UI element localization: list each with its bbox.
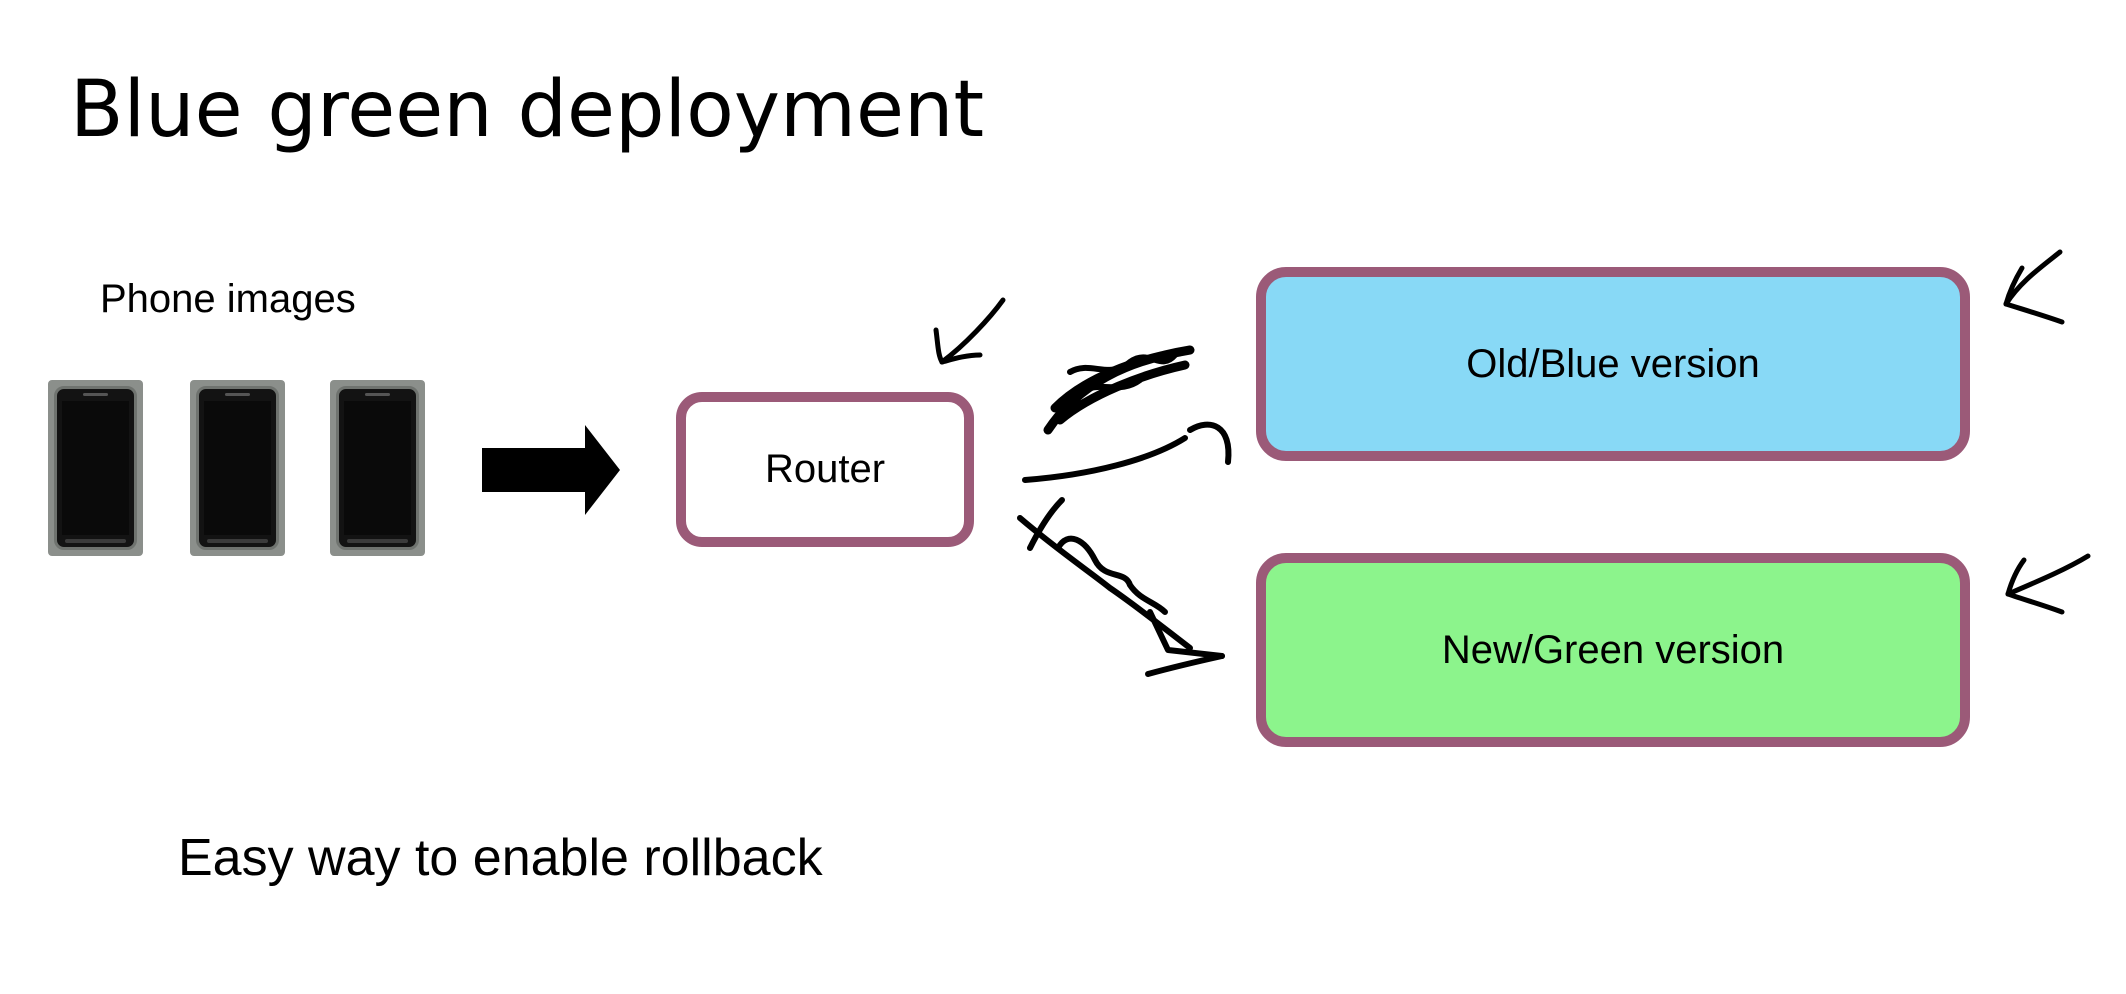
caption-text: Easy way to enable rollback	[178, 829, 823, 887]
blue-version-pointer-arrow	[2003, 249, 2065, 325]
crossed-out-arrow-to-old	[1043, 345, 1195, 435]
router-label: Router	[764, 447, 886, 491]
new-green-version-label: New/Green version	[1441, 627, 1785, 672]
router-box: Router	[676, 392, 974, 547]
new-green-version-box: New/Green version	[1256, 553, 1970, 747]
crossed-out-arrow-to-new	[1017, 497, 1225, 677]
old-blue-version-label: Old/Blue version	[1466, 341, 1760, 386]
router-pointer-arrow	[933, 297, 1006, 365]
traffic-arrow	[482, 425, 620, 515]
phones-label: Phone images	[100, 277, 356, 321]
slide-title: Blue green deployment	[70, 65, 985, 155]
phone-image	[330, 380, 425, 556]
phone-image	[48, 380, 143, 556]
phone-image	[190, 380, 285, 556]
rollback-arrow	[1022, 421, 1232, 483]
old-blue-version-box: Old/Blue version	[1256, 267, 1970, 461]
green-version-pointer-arrow	[2005, 553, 2091, 615]
